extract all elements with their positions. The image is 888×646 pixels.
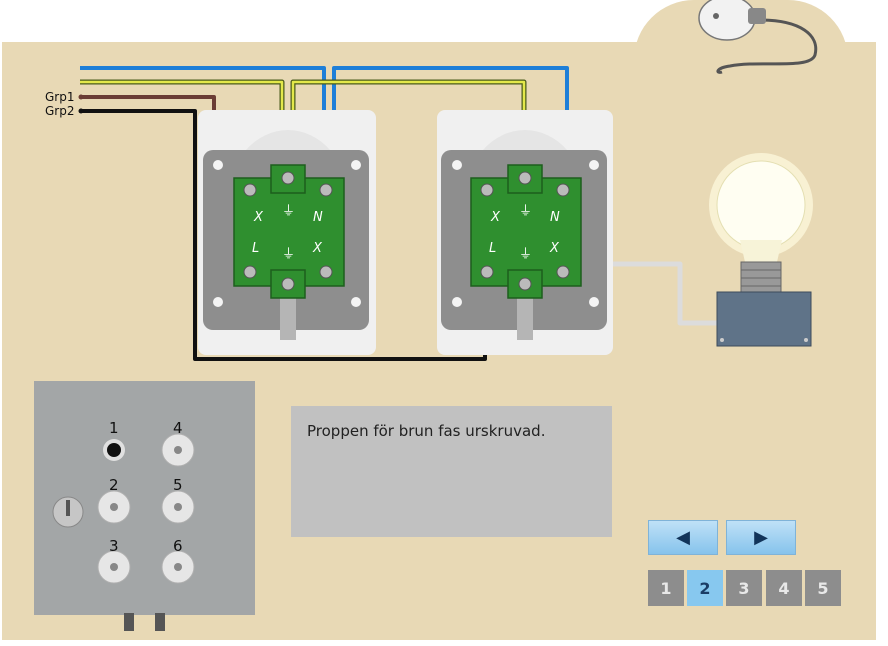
page-2-button[interactable]: 2 (687, 570, 723, 606)
wires (80, 66, 720, 361)
fuse-label-4: 4 (173, 419, 183, 437)
fuse-label-2: 2 (109, 476, 119, 494)
fuse-5[interactable] (161, 490, 195, 524)
fuse-panel (34, 381, 255, 631)
grp1-label: Grp1 (45, 90, 74, 104)
page-1-button[interactable]: 1 (648, 570, 684, 606)
fuse-1[interactable] (103, 439, 125, 461)
svg-text:X: X (549, 241, 560, 256)
page-3-button[interactable]: 3 (726, 570, 762, 606)
svg-text:⏚: ⏚ (519, 204, 532, 219)
arrow-left-icon: ◀ (676, 527, 690, 548)
next-button[interactable]: ▶ (726, 520, 796, 555)
page-5-button[interactable]: 5 (805, 570, 841, 606)
plug-icon (698, 0, 818, 74)
svg-text:N: N (313, 210, 323, 225)
svg-text:L: L (252, 241, 259, 256)
fuse-3[interactable] (97, 550, 131, 584)
fuse-2[interactable] (97, 490, 131, 524)
message-text: Proppen för brun fas urskruvad. (307, 422, 546, 440)
svg-text:X: X (490, 210, 501, 225)
socket-1: X ⏚ N L ⏚ X (198, 110, 376, 355)
svg-text:⏚: ⏚ (282, 204, 295, 219)
fuse-4[interactable] (161, 433, 195, 467)
svg-text:X: X (253, 210, 264, 225)
message-box: Proppen för brun fas urskruvad. (291, 406, 612, 537)
svg-text:⏚: ⏚ (282, 247, 295, 262)
svg-text:⏚: ⏚ (519, 247, 532, 262)
svg-text:N: N (550, 210, 560, 225)
light-bulb-icon (709, 153, 813, 347)
page-4-button[interactable]: 4 (766, 570, 802, 606)
svg-text:X: X (312, 241, 323, 256)
fuse-label-1: 1 (109, 419, 119, 437)
prev-button[interactable]: ◀ (648, 520, 718, 555)
fuse-label-3: 3 (109, 537, 119, 555)
fuse-label-5: 5 (173, 476, 183, 494)
socket-2: X ⏚ N L ⏚ X (437, 110, 613, 355)
fuse-6[interactable] (161, 550, 195, 584)
fuse-label-6: 6 (173, 537, 183, 555)
svg-text:L: L (489, 241, 496, 256)
arrow-right-icon: ▶ (754, 527, 768, 548)
grp2-label: Grp2 (45, 104, 74, 118)
